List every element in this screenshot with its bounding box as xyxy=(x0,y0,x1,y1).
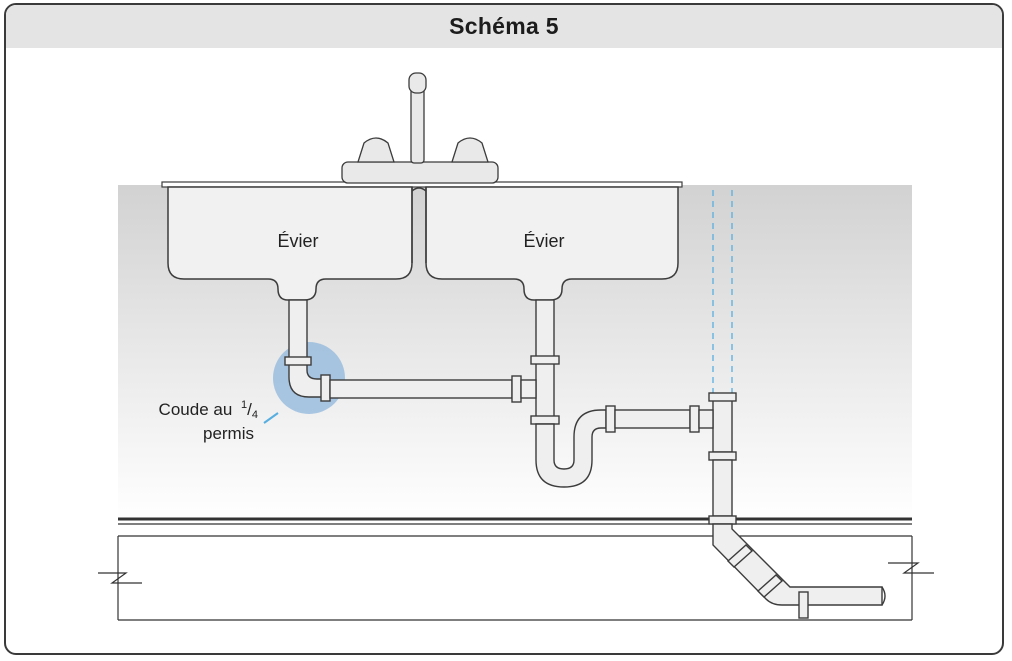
callout-fraction-slash: / xyxy=(247,400,252,419)
sink-divider xyxy=(411,187,427,263)
floor-coupling xyxy=(708,515,737,525)
callout-prefix: Coude au xyxy=(159,400,233,419)
title-bar: Schéma 5 xyxy=(6,5,1002,48)
faucet xyxy=(341,72,499,184)
sink-label-right: Évier xyxy=(523,231,564,251)
tee-stub xyxy=(520,379,537,399)
below-floor-coupling-3 xyxy=(798,591,809,619)
callout-fraction-num: 1 xyxy=(241,399,247,411)
elbow-coupling-top xyxy=(284,356,312,366)
stack-upper xyxy=(712,399,733,453)
trap-arm xyxy=(614,409,691,429)
trap-coupling xyxy=(605,405,616,433)
trap-arm-coupling xyxy=(689,405,700,433)
break-symbol-left xyxy=(98,572,142,584)
pipe-break-end xyxy=(881,586,886,606)
break-symbol-right xyxy=(888,562,934,574)
callout-text-line2: permis xyxy=(203,424,254,443)
right-coupling-upper xyxy=(530,355,560,365)
elbow-coupling-side xyxy=(320,374,331,402)
vent-dashed-lines xyxy=(712,190,733,393)
callout-leader xyxy=(263,412,279,424)
below-floor-coupling-2 xyxy=(756,574,784,598)
plumbing-diagram: Évier Évier xyxy=(98,72,934,621)
diagram-frame: Schéma 5 xyxy=(4,3,1004,655)
callout-text-line1: Coude au 1/4 xyxy=(159,399,258,421)
waste-pipe-coupling xyxy=(511,375,522,403)
tee-branch xyxy=(698,409,714,429)
below-floor-coupling-1 xyxy=(726,544,754,568)
right-coupling-lower xyxy=(530,415,560,425)
stack-coupling-top xyxy=(708,392,737,402)
left-tailpiece xyxy=(288,299,308,361)
callout-fraction-den: 4 xyxy=(252,409,258,421)
stack-lower xyxy=(712,459,733,517)
below-floor-drain xyxy=(712,523,883,606)
stack-coupling-mid xyxy=(708,451,737,461)
sink-label-left: Évier xyxy=(277,231,318,251)
horizontal-waste-pipe xyxy=(329,379,513,399)
diagram-title: Schéma 5 xyxy=(449,13,559,39)
